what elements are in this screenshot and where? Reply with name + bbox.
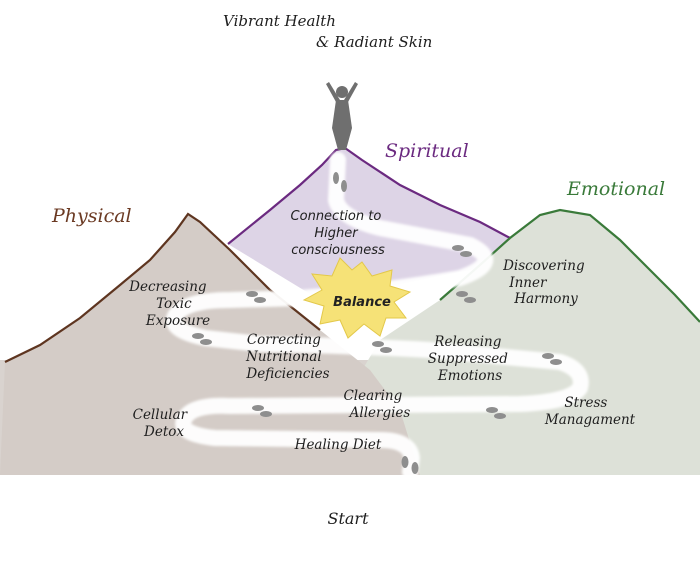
start-label: Start xyxy=(327,509,369,528)
footprint-icon xyxy=(452,245,472,257)
summit-line-2: & Radiant Skin xyxy=(316,33,432,51)
footprint-icon xyxy=(333,172,347,192)
step-discovering: Discovering Inner Harmony xyxy=(502,258,589,307)
footprint-icon xyxy=(401,456,419,474)
emotional-outline xyxy=(439,208,700,323)
footprints xyxy=(192,172,562,474)
footprint-icon xyxy=(246,291,266,303)
winding-path xyxy=(165,152,589,480)
balance-label: Balance xyxy=(333,295,391,310)
step-stress: Stress Managament xyxy=(544,395,636,428)
emotional-title: Emotional xyxy=(566,178,665,200)
summit-line-1: Vibrant Health xyxy=(223,12,336,30)
step-healing-diet: Healing Diet xyxy=(294,437,382,453)
step-correcting: Correcting Nutritional Deficiencies xyxy=(245,332,330,382)
step-decreasing: Decreasing Toxic Exposure xyxy=(128,279,211,329)
footprint-icon xyxy=(252,405,272,417)
footprint-icon xyxy=(456,291,476,303)
step-connection: Connection to Higher consciousness xyxy=(291,209,386,258)
step-releasing: Releasing Suppressed Emotions xyxy=(428,334,512,384)
footprint-icon xyxy=(372,341,392,353)
physical-outline xyxy=(4,212,321,363)
step-clearing: Clearing Allergies xyxy=(343,388,410,421)
physical-title: Physical xyxy=(51,205,132,227)
spiritual-title: Spiritual xyxy=(385,140,469,162)
footprint-icon xyxy=(542,353,562,365)
step-cellular: Cellular Detox xyxy=(133,407,192,440)
footprint-icon xyxy=(486,407,506,419)
balance-sunburst xyxy=(302,257,412,339)
footprint-icon xyxy=(192,333,212,345)
summit-figure-icon xyxy=(326,82,358,150)
